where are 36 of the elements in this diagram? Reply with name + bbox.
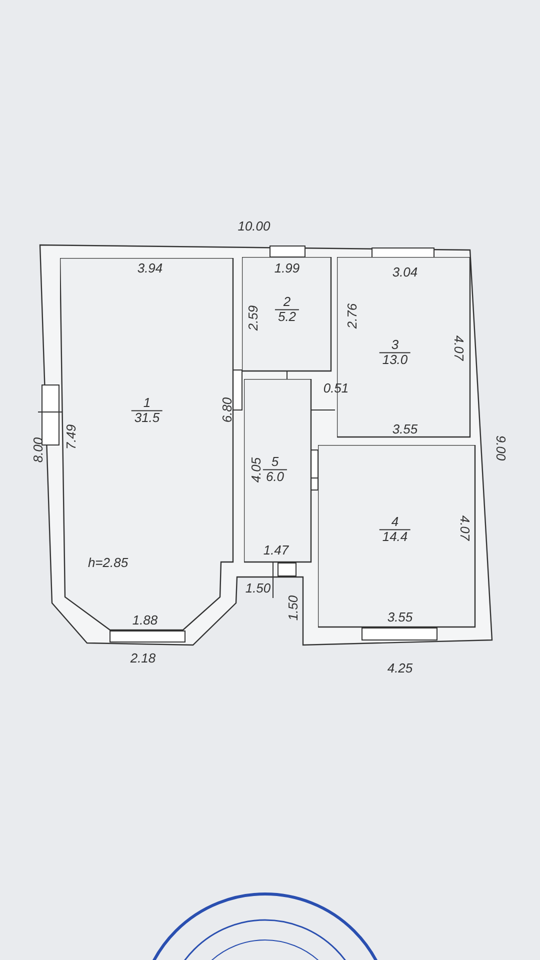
dimension-label: 2.18 [130, 652, 156, 664]
dimension-label: 8.00 [32, 437, 44, 463]
dimension-label: 7.49 [64, 424, 78, 450]
dimension-label: 1.50 [286, 595, 300, 621]
dimension-label: 4.05 [250, 457, 262, 483]
room-area: 5.2 [274, 310, 300, 325]
dimension-label: 4.07 [458, 515, 472, 541]
dimension-label: 6.80 [220, 397, 234, 423]
dimension-label: 3.55 [387, 610, 413, 624]
room-number: 2 [282, 295, 292, 310]
room-area: 13.0 [379, 352, 411, 368]
dimension-label: 3.04 [392, 266, 418, 278]
room-area: 31.5 [131, 410, 163, 426]
room [242, 257, 332, 372]
room-number: 3 [390, 338, 400, 352]
dimension-label: 2.76 [346, 303, 358, 329]
dimension-label: 1.47 [263, 544, 289, 556]
dimension-label: 3.94 [137, 262, 163, 274]
dimension-label: 2.59 [246, 305, 260, 331]
dimension-label: 4.07 [452, 335, 466, 361]
room-number: 1 [142, 396, 152, 410]
dimension-label: 1.88 [132, 614, 158, 626]
dimension-label: 1.99 [274, 262, 300, 274]
room [244, 379, 312, 563]
dimension-label: 1.50 [245, 582, 271, 594]
dimension-label: 4.25 [387, 662, 413, 674]
room [318, 445, 476, 628]
room-area: 6.0 [262, 470, 288, 485]
dimension-label: 3.55 [392, 422, 418, 436]
ceiling-height-label: h=2.85 [88, 556, 128, 570]
dimension-label: 9.00 [494, 435, 508, 461]
room [60, 258, 234, 631]
room-number: 5 [270, 455, 280, 470]
room-area: 14.4 [379, 530, 411, 545]
room-number: 4 [390, 515, 400, 530]
dimension-label: 10.00 [238, 220, 270, 232]
